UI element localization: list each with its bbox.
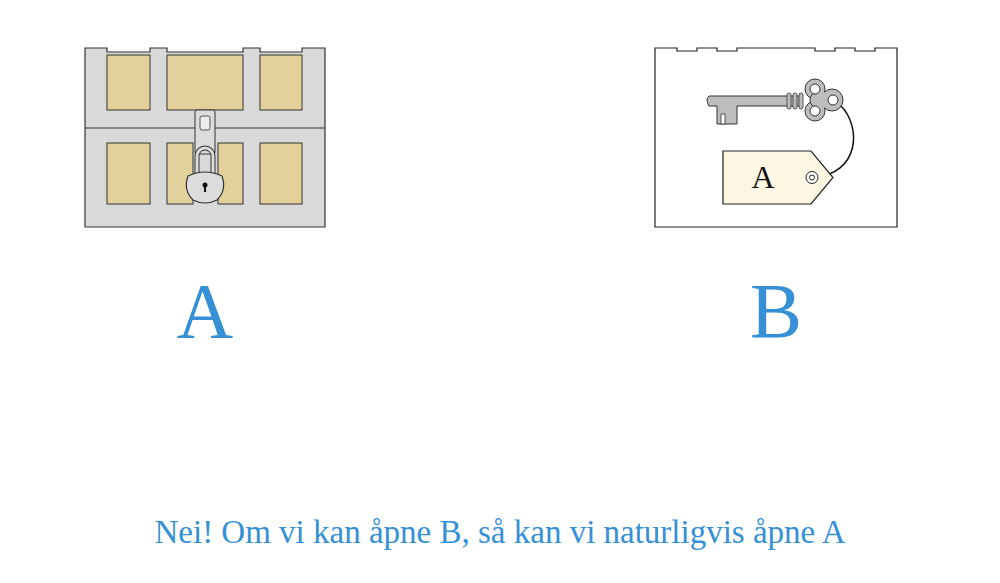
- wood-panel: [218, 143, 243, 204]
- key-collar: [799, 93, 803, 109]
- tag-letter: A: [751, 159, 774, 196]
- key-collar: [787, 93, 791, 109]
- padlock-body: [186, 172, 223, 203]
- key-box: BA: [655, 48, 897, 348]
- box-drawing: [655, 48, 897, 227]
- key-icon: [707, 79, 843, 124]
- wood-panel: [107, 143, 150, 204]
- box-outline: [655, 48, 897, 227]
- hasp-slot: [200, 116, 210, 130]
- tag-ring: [806, 172, 818, 184]
- locked-chest-shape: [85, 48, 325, 227]
- chest-drawing: [85, 48, 325, 227]
- tag-drawing: [723, 151, 833, 204]
- box-letter: B: [750, 271, 802, 351]
- keyhole: [204, 186, 206, 192]
- key-bow-hole: [810, 84, 820, 94]
- chest-body: [85, 48, 325, 227]
- caption: Nei! Om vi kan åpne B, så kan vi naturli…: [0, 514, 1000, 551]
- key-bow-hole: [810, 106, 820, 116]
- key-tag: A: [723, 151, 833, 204]
- key-notch: [721, 114, 725, 124]
- key-tag-shape: [723, 151, 833, 204]
- wood-panel: [167, 55, 243, 110]
- locked-chest: A: [85, 48, 325, 348]
- key-bow-hole: [828, 95, 838, 105]
- tag-outline: [723, 151, 833, 204]
- wood-panel: [260, 143, 302, 204]
- box-letter: A: [177, 271, 233, 351]
- key-bit: [707, 96, 800, 124]
- tag-ring: [810, 175, 815, 180]
- key-collar: [793, 93, 797, 109]
- wood-panel: [107, 55, 150, 110]
- wood-panel: [260, 55, 302, 110]
